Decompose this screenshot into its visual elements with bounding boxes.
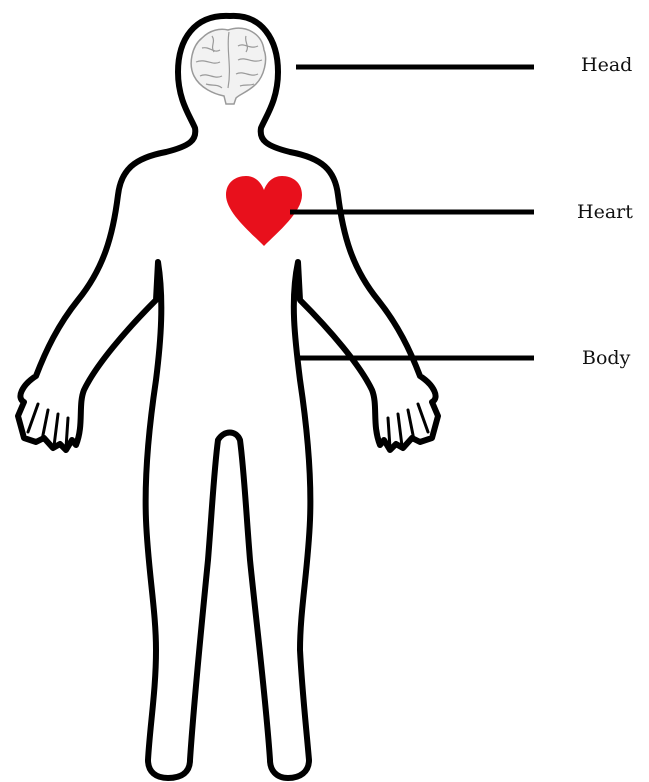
heart-label: Heart [577,203,633,222]
body-label: Body [582,349,630,368]
body-outline [18,16,438,778]
head-label: Head [581,56,632,75]
